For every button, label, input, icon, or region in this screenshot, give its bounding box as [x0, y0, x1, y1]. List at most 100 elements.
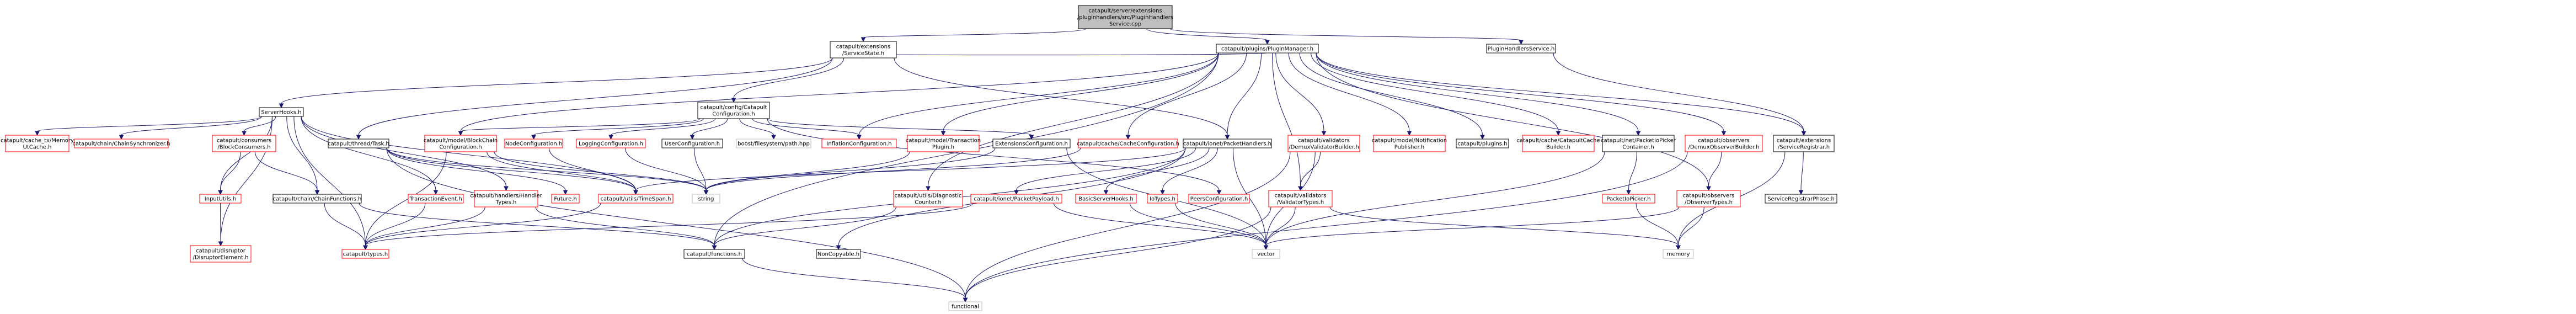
node-box [948, 301, 982, 311]
node-root[interactable]: catapult/server/extensions/pluginhandler… [1077, 5, 1173, 29]
node-label: Types.h [495, 200, 517, 206]
node-demuxObserverBuilder[interactable]: catapult/observers/DemuxObserverBuilder.… [1685, 135, 1763, 152]
edge-threadTask-to-string [386, 147, 709, 195]
node-box [5, 135, 70, 152]
node-packetPayload[interactable]: catapult/ionet/PacketPayload.h [970, 194, 1062, 204]
edge-line [487, 151, 636, 191]
node-box [1676, 190, 1741, 207]
edge-arrowhead [940, 131, 946, 136]
edge-line [1265, 206, 1296, 246]
edge-demuxValidatorBuilder-to-functional [963, 151, 1291, 303]
node-serviceRegistrarPhase[interactable]: ServiceRegistrarPhase.h [1765, 194, 1837, 204]
edge-arrowhead [218, 241, 223, 247]
node-label: catapult/validators [1275, 193, 1327, 199]
node-timeSpan[interactable]: catapult/utils/TimeSpan.h [598, 194, 674, 204]
edge-catapultConfiguration-to-loggingConfiguration [608, 118, 716, 140]
edge-inputUtils-to-disruptorElement [218, 203, 223, 247]
edge-arrowhead [712, 245, 717, 251]
node-observerTypes[interactable]: catapult/observers/ObserverTypes.h [1676, 190, 1741, 207]
node-chainSynchronizer[interactable]: catapult/chain/ChainSynchronizer.h [72, 139, 170, 148]
node-loggingConfiguration[interactable]: LoggingConfiguration.h [576, 139, 646, 148]
node-label: UtCache.h [23, 145, 52, 151]
edge-arrowhead [608, 135, 613, 140]
node-serviceRegistrar[interactable]: catapult/extensions/ServiceRegistrar.h [1773, 135, 1835, 152]
edge-handlerTypes-to-typesH [363, 206, 485, 251]
edge-line [706, 151, 910, 191]
node-box [661, 139, 723, 148]
node-chainFunctions[interactable]: catapult/chain/ChainFunctions.h [272, 194, 362, 204]
edge-blockChainConfiguration-to-timeSpan [487, 151, 638, 195]
edge-line [533, 118, 704, 136]
node-nonCopyable[interactable]: NonCopyable.h [816, 249, 861, 259]
node-packetHandlers[interactable]: catapult/ionet/PacketHandlers.h [1183, 139, 1272, 148]
edge-line [1628, 151, 1637, 191]
edge-line [293, 116, 366, 246]
node-functionsH[interactable]: catapult/functions.h [683, 249, 745, 259]
node-inflationConfiguration[interactable]: InflationConfiguration.h [821, 139, 897, 148]
edge-pluginManager-to-cacheConfiguration [1125, 52, 1247, 140]
node-future[interactable]: Future.h [551, 194, 580, 204]
node-box [1522, 135, 1595, 152]
edge-line [894, 57, 1228, 136]
node-peersConfiguration[interactable]: PeersConfiguration.h [1188, 194, 1250, 204]
node-ioTypes[interactable]: IoTypes.h [1147, 194, 1178, 204]
edge-line [1553, 52, 1804, 132]
node-label: memory [1667, 252, 1690, 258]
node-label: /DisruptorElement.h [193, 255, 249, 261]
node-disruptorElement[interactable]: catapult/disruptor/DisruptorElement.h [190, 245, 252, 263]
edge-line [863, 28, 1087, 38]
node-label: ExtensionsConfiguration.h [995, 141, 1068, 147]
node-pluginManager[interactable]: catapult/plugins/PluginManager.h [1216, 44, 1319, 54]
node-pluginHandlersService[interactable]: PluginHandlersService.h [1486, 44, 1556, 54]
edge-serverHooks-to-chainSynchronizer [119, 116, 262, 140]
edge-packetPayload-to-vector [1053, 203, 1269, 251]
node-serviceState[interactable]: catapult/extensions/ServiceState.h [830, 41, 897, 58]
edge-serverHooks-to-handlerTypes [301, 116, 509, 191]
edge-arrowhead [963, 297, 968, 303]
node-extensionsConfiguration[interactable]: ExtensionsConfiguration.h [992, 139, 1071, 148]
node-packetIoPicker[interactable]: PacketIoPicker.h [1602, 194, 1655, 204]
node-blockConsumers[interactable]: catapult/consumers/BlockConsumers.h [212, 135, 276, 152]
node-validatorTypes[interactable]: catapult/validators/ValidatorTypes.h [1268, 190, 1333, 207]
node-string: string [692, 194, 720, 204]
node-serverHooks[interactable]: ServerHooks.h [259, 107, 304, 117]
node-label: catapult/chain/ChainFunctions.h [273, 196, 362, 203]
edge-arrowhead [314, 190, 320, 195]
edge-line [365, 203, 974, 246]
edge-threadTask-to-timeSpan [386, 147, 638, 195]
edge-line [1265, 206, 1680, 246]
node-basicServerHooks[interactable]: BasicServerHooks.h [1075, 194, 1137, 204]
edge-catapultConfiguration-to-peersConfiguration [767, 118, 1222, 195]
edge-blockConsumers-to-chainFunctions [254, 151, 320, 195]
edge-pluginManager-to-serviceRegistrar [1316, 52, 1807, 136]
node-demuxValidatorBuilder[interactable]: catapult/validators/DemuxValidatorBuilde… [1287, 135, 1360, 152]
node-inputUtils[interactable]: InputUtils.h [199, 194, 242, 204]
node-box [1188, 194, 1250, 204]
node-userConfiguration[interactable]: UserConfiguration.h [661, 139, 723, 148]
edge-line [460, 118, 701, 132]
node-threadTask[interactable]: catapult/thread/Task.h [328, 139, 389, 148]
edge-arrowhead [1721, 131, 1727, 136]
node-typesH[interactable]: catapult/types.h [341, 249, 389, 259]
node-box [692, 194, 720, 204]
node-pluginsH[interactable]: catapult/plugins.h [1456, 139, 1509, 148]
node-box [992, 139, 1071, 148]
node-cacheConfiguration[interactable]: catapult/cache/CacheConfiguration.h [1077, 139, 1179, 148]
edge-pluginManager-to-pluginsH [1299, 52, 1485, 140]
node-transactionEvent[interactable]: TransactionEvent.h [408, 194, 464, 204]
node-box [1765, 194, 1837, 204]
edge-line [494, 151, 707, 191]
edge-arrowhead [1706, 186, 1711, 191]
node-nodeConfiguration[interactable]: NodeConfiguration.h [504, 139, 563, 148]
node-box [1602, 194, 1655, 204]
node-label: catapult/server/extensions [1088, 8, 1162, 14]
